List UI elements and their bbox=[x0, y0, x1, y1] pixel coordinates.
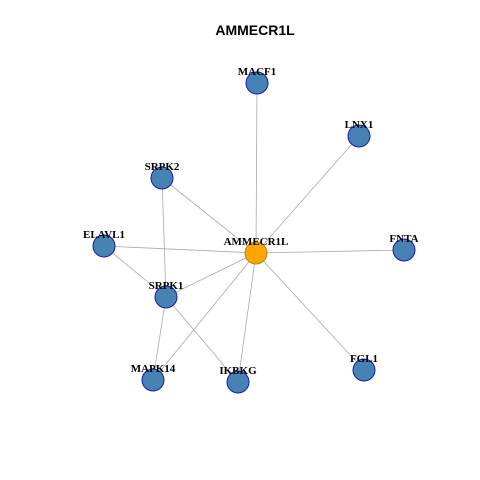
edges-layer bbox=[103, 82, 405, 383]
node-label-mapk14: MAPK14 bbox=[131, 363, 176, 375]
node-srpk2[interactable] bbox=[150, 166, 174, 190]
node-ammecr1l[interactable] bbox=[244, 241, 268, 265]
edge-ammecr1l-srpk2 bbox=[161, 177, 257, 254]
graph-title: AMMECR1L bbox=[215, 22, 295, 38]
nodes-layer bbox=[92, 71, 416, 394]
node-label-fgl1: FGL1 bbox=[350, 353, 378, 365]
node-mapk14[interactable] bbox=[141, 368, 165, 392]
node-label-macf1: MACF1 bbox=[238, 66, 277, 78]
edge-srpk1-mapk14 bbox=[152, 296, 167, 381]
node-label-ikbkg: IKBKG bbox=[219, 365, 257, 377]
node-label-lnx1: LNX1 bbox=[345, 119, 374, 131]
node-label-fnta: FNTA bbox=[389, 233, 418, 245]
edge-ammecr1l-fgl1 bbox=[255, 252, 365, 371]
node-lnx1[interactable] bbox=[347, 124, 371, 148]
edge-ammecr1l-mapk14 bbox=[152, 252, 257, 381]
edge-srpk2-srpk1 bbox=[161, 177, 167, 298]
node-ikbkg[interactable] bbox=[226, 370, 250, 394]
node-fgl1[interactable] bbox=[352, 358, 376, 382]
node-label-srpk1: SRPK1 bbox=[149, 280, 184, 292]
node-fnta[interactable] bbox=[392, 238, 416, 262]
node-label-ammecr1l: AMMECR1L bbox=[224, 236, 289, 248]
edge-ammecr1l-ikbkg bbox=[237, 252, 257, 383]
edge-ammecr1l-fnta bbox=[255, 249, 405, 254]
edge-ammecr1l-elavl1 bbox=[103, 245, 257, 254]
node-label-elavl1: ELAVL1 bbox=[83, 229, 125, 241]
node-macf1[interactable] bbox=[245, 71, 269, 95]
node-srpk1[interactable] bbox=[154, 285, 178, 309]
node-elavl1[interactable] bbox=[92, 234, 116, 258]
node-label-srpk2: SRPK2 bbox=[145, 161, 180, 173]
edge-elavl1-srpk1 bbox=[103, 245, 167, 298]
edge-ammecr1l-srpk1 bbox=[165, 252, 257, 298]
edge-ammecr1l-macf1 bbox=[255, 82, 258, 254]
edge-srpk1-ikbkg bbox=[165, 296, 239, 383]
edge-ammecr1l-lnx1 bbox=[255, 135, 360, 254]
